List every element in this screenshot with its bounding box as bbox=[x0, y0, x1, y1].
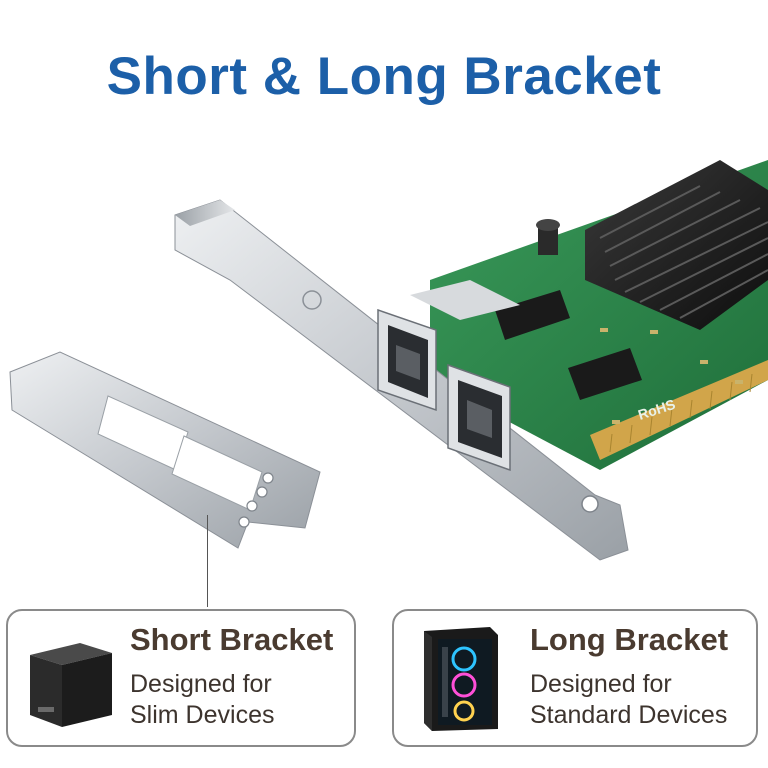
short-bracket-desc-line2: Slim Devices bbox=[130, 701, 275, 729]
short-bracket-card: Short Bracket Designed for Slim Devices bbox=[6, 609, 356, 747]
short-bracket bbox=[9, 351, 321, 549]
long-bracket-title: Long Bracket bbox=[530, 622, 729, 657]
slim-case-icon bbox=[30, 643, 112, 727]
page-title: Short & Long Bracket bbox=[106, 46, 662, 106]
heatsink bbox=[585, 160, 768, 330]
rj45-port-1 bbox=[377, 308, 437, 412]
short-bracket-title: Short Bracket bbox=[130, 622, 334, 657]
long-bracket-desc-line2: Standard Devices bbox=[530, 701, 728, 729]
long-bracket-card: Long Bracket Designed for Standard Devic… bbox=[392, 609, 758, 747]
long-bracket-desc-line1: Designed for bbox=[530, 670, 672, 698]
short-bracket-description: Designed for Slim Devices bbox=[130, 669, 274, 731]
callout-line bbox=[207, 515, 208, 607]
short-bracket-desc-line1: Designed for bbox=[130, 670, 272, 698]
long-bracket-description: Designed for Standard Devices bbox=[530, 669, 727, 731]
rj45-port-2 bbox=[447, 363, 511, 472]
tower-case-icon bbox=[424, 627, 498, 731]
product-photo: RoHS bbox=[9, 160, 768, 561]
port-housing-top bbox=[410, 280, 520, 320]
